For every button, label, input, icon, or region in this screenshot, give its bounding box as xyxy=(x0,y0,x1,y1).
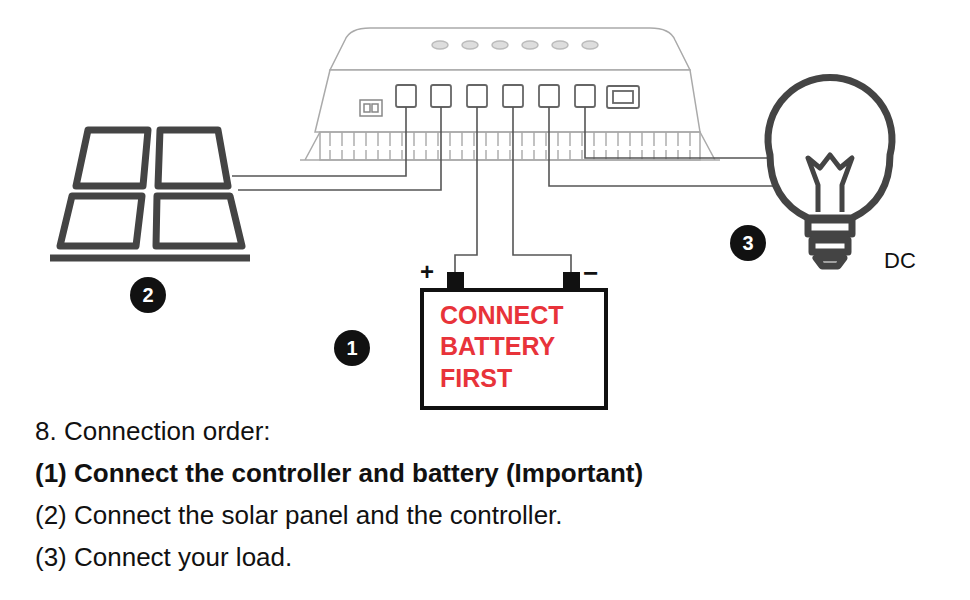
callout-number: 1 xyxy=(334,330,370,366)
charge-controller xyxy=(300,28,720,160)
step-heading: 8. Connection order: xyxy=(35,416,271,447)
callout-number: 2 xyxy=(130,277,166,313)
battery-warning: CONNECT BATTERY FIRST xyxy=(424,292,580,400)
callout-number: 3 xyxy=(730,225,766,261)
wires xyxy=(232,107,786,272)
light-bulb xyxy=(768,77,892,266)
step-text: (2) Connect the solar panel and the cont… xyxy=(35,500,563,531)
minus-sign: − xyxy=(583,258,598,289)
voltage-label: DC xyxy=(884,248,916,274)
battery-box: CONNECT BATTERY FIRST xyxy=(420,288,608,410)
step-text: (3) Connect your load. xyxy=(35,542,292,573)
plus-sign: + xyxy=(420,258,434,286)
step-text: (1) Connect the controller and battery (… xyxy=(35,458,643,489)
solar-panel xyxy=(50,130,250,258)
